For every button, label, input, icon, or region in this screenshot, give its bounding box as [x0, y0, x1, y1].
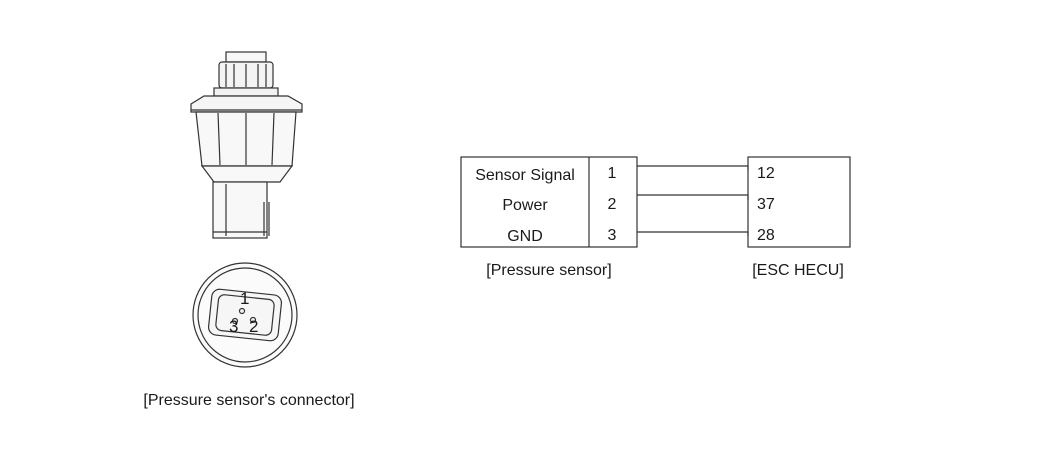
power-label: Power	[502, 197, 548, 214]
sensor-pin-3: 3	[608, 227, 617, 244]
wire-power	[637, 194, 749, 200]
sensor-pin-2: 2	[608, 196, 617, 213]
wire-gnd	[637, 231, 749, 236]
sensor-pin-1: 1	[608, 165, 617, 182]
connector-face-illustration	[192, 262, 298, 368]
gnd-label: GND	[507, 228, 543, 245]
connector-pin-1-label: 1	[240, 289, 249, 308]
pressure-sensor-caption: [Pressure sensor]	[486, 262, 611, 279]
pin-3-contact	[231, 317, 239, 325]
connector-pin-3-label: 3	[229, 317, 238, 336]
sensor-signal-label: Sensor Signal	[475, 167, 575, 184]
connector-pin-2-label: 2	[249, 317, 258, 336]
esc-hecu-caption: [ESC HECU]	[752, 262, 844, 279]
wires	[637, 165, 749, 236]
esc-hecu-block	[747, 156, 851, 248]
ecu-pin-37: 37	[757, 196, 775, 213]
wire-sensor-signal	[637, 165, 749, 170]
ecu-pin-28: 28	[757, 227, 775, 244]
pressure-sensor-illustration	[190, 51, 303, 239]
pin-2-contact	[249, 316, 257, 324]
ecu-pin-12: 12	[757, 165, 775, 182]
pin-1-contact	[238, 307, 246, 315]
sensor-connector-caption: [Pressure sensor's connector]	[143, 392, 354, 409]
pressure-sensor-block	[460, 156, 638, 248]
